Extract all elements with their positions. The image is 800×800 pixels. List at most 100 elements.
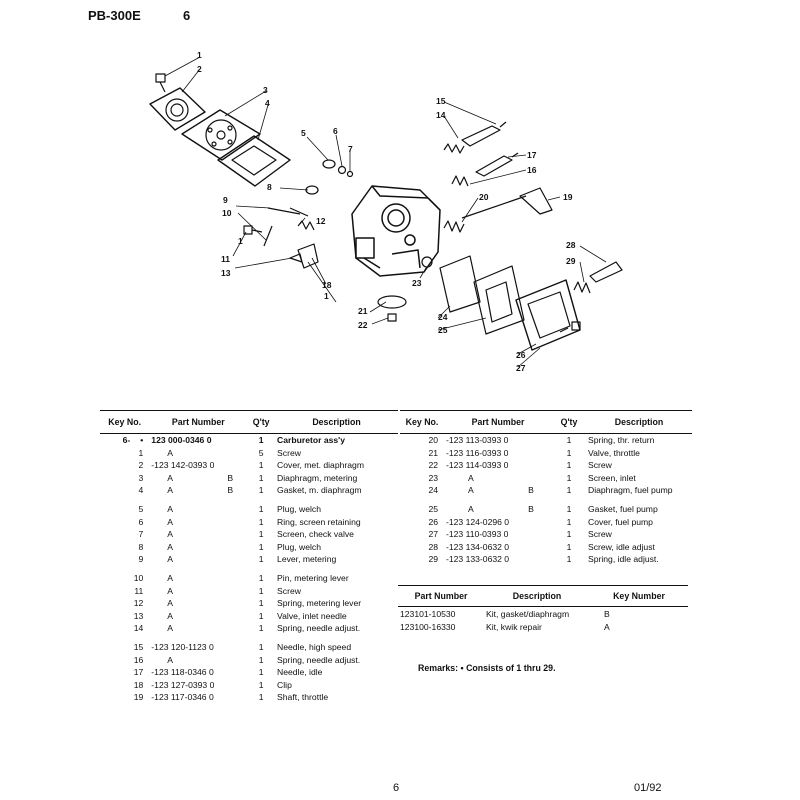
key-number: 29 [400,553,444,566]
callout-1-top: 1 [197,50,202,60]
kit-row: 123101-10530 Kit, gasket/diaphragm B [398,607,688,621]
pump-diaphragm-part-24 [439,255,481,313]
key-number-text: 23 [428,472,438,483]
description: Screw [277,447,301,458]
key-number: 11 [100,585,149,598]
kit-a-marker: A [468,503,474,514]
throttle-shaft-part-19 [461,187,553,219]
high-speed-needle-part-15 [461,121,507,147]
part-number: A [149,597,247,610]
key-number-text: 16 [133,654,144,665]
quantity: 1 [258,435,264,445]
key-number-text: 15 [133,641,144,652]
welch-plug-part-5 [322,159,336,169]
pump-gasket-part-25 [473,265,525,335]
parts-table-left: Key No. Part Number Q'ty Description 6-•… [100,410,398,704]
quantity: 1 [258,667,264,678]
description: Cover, fuel pump [588,516,653,527]
description: Valve, inlet needle [277,610,347,621]
part-number: A [149,503,247,516]
part-number: A [149,572,247,585]
quantity: 1 [258,641,264,652]
description: Spring, needle adjust. [277,654,361,665]
carburetor-exploded-diagram: 1 2 3 4 5 6 7 8 9 10 11 12 13 14 15 16 1… [149,50,623,373]
carburetor-body [351,185,441,277]
footer-page-number: 6 [393,782,400,794]
quantity: 1 [566,435,572,445]
screw-part-27 [559,321,581,333]
kit-a-marker: A [167,503,174,514]
quantity: 1 [258,554,264,565]
key-number: 13 [100,610,149,623]
callout-5: 5 [301,128,306,138]
callout-17: 17 [527,150,537,160]
key-number-text: 28 [428,541,438,552]
part-number: A [149,654,247,667]
quantity: 1 [258,679,264,690]
header-qty: Q'ty [247,410,276,434]
return-spring-part-20 [443,220,465,233]
key-number-text: 25 [428,503,438,514]
callout-3: 3 [263,85,268,95]
kit-description: Kit, gasket/diaphragm [486,608,570,619]
part-number: 123 000-0346 0 [151,435,212,445]
quantity: 1 [258,460,264,471]
key-number: 19 [100,691,149,704]
key-number: 1 [100,447,149,460]
callout-10: 10 [222,208,232,218]
key-number: 14 [100,622,149,635]
key-number: 7 [100,528,149,541]
description: Lever, metering [277,554,337,565]
kit-a-marker: A [167,623,174,634]
key-number-text: 22 [428,460,438,471]
key-number-text: 27 [428,529,438,540]
kit-a-marker: A [167,598,174,609]
key-number-text: 29 [428,554,438,565]
kit-row: 123100-16330 Kit, kwik repair A [398,620,688,633]
footer-date: 01/92 [634,782,662,794]
part-number: A [444,472,552,485]
key-number: 27 [400,528,444,541]
key-number: 28 [400,541,444,554]
key-number: 6-• [100,434,149,447]
kit-table: Part Number Description Key Number 12310… [398,585,688,633]
key-number-text: 24 [428,485,438,496]
key-number: 23 [400,472,444,485]
kit-a-marker: A [167,541,174,552]
callout-16: 16 [527,165,537,175]
needle-spring-part-14 [443,143,465,154]
quantity: 1 [258,529,264,540]
description: Spring, thr. return [588,435,655,445]
callout-27: 27 [516,363,526,373]
needle-spring-part-16 [451,175,469,187]
screw-part-1 [155,73,166,93]
key-number-text: 14 [133,623,144,634]
kit-a-marker: A [167,572,174,583]
part-number: A [149,541,247,554]
key-number-text: 19 [133,692,144,703]
model-number: PB-300E [88,8,141,23]
key-number-text: 10 [133,572,144,583]
part-number: -123 142-0393 0 [151,460,215,471]
part-number: -123 120-1123 0 [151,641,214,652]
key-number: 15 [100,641,149,654]
description: Screw, idle adjust [588,541,655,552]
key-number-text: 12 [133,598,144,609]
description: Spring, metering lever [277,598,362,609]
key-number-text: 18 [133,679,144,690]
key-number-text: 6 [138,516,144,527]
